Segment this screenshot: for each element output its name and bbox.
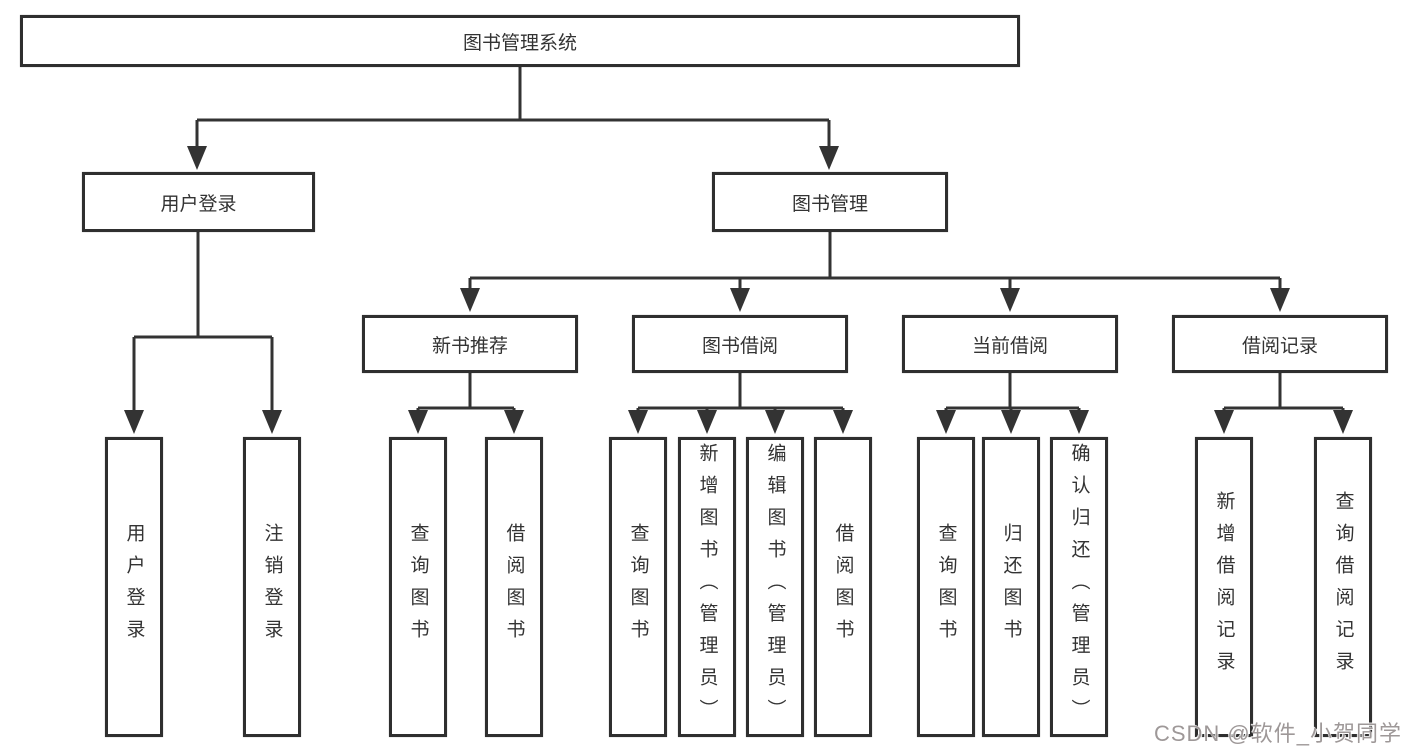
node-new-book-recommend: 新书推荐 [362, 315, 578, 373]
leaf-bb-query-book: 查询图书 [609, 437, 667, 737]
leaf-rec-query-book: 查询图书 [389, 437, 447, 737]
node-root-system: 图书管理系统 [20, 15, 1020, 67]
leaf-cb-return-book: 归还图书 [982, 437, 1040, 737]
connector-root-to-level2 [187, 67, 839, 170]
connector-borrow-records-to-leaves [1214, 373, 1353, 434]
leaf-br-query-record: 查询借阅记录 [1314, 437, 1372, 737]
leaf-logout: 注销登录 [243, 437, 301, 737]
connector-book-borrow-to-leaves [628, 373, 853, 434]
connector-user-login-to-leaves [124, 232, 282, 434]
leaf-cb-query-book: 查询图书 [917, 437, 975, 737]
node-user-login-branch: 用户登录 [82, 172, 315, 232]
node-book-mgmt-branch: 图书管理 [712, 172, 948, 232]
connector-book-mgmt-to-modules [460, 232, 1290, 312]
leaf-cb-confirm-return-admin: 确认归还（管理员） [1050, 437, 1108, 737]
leaf-rec-borrow-book: 借阅图书 [485, 437, 543, 737]
node-borrow-records: 借阅记录 [1172, 315, 1388, 373]
connector-current-borrow-to-leaves [936, 373, 1089, 434]
csdn-watermark: CSDN @软件_小贺同学 [1153, 721, 1402, 746]
node-book-borrow: 图书借阅 [632, 315, 848, 373]
leaf-bb-edit-book-admin: 编辑图书（管理员） [746, 437, 804, 737]
leaf-user-login: 用户登录 [105, 437, 163, 737]
connector-new-book-rec-to-leaves [408, 373, 524, 434]
node-current-borrow: 当前借阅 [902, 315, 1118, 373]
leaf-bb-borrow-book: 借阅图书 [814, 437, 872, 737]
leaf-bb-add-book-admin: 新增图书（管理员） [678, 437, 736, 737]
leaf-br-add-record: 新增借阅记录 [1195, 437, 1253, 737]
